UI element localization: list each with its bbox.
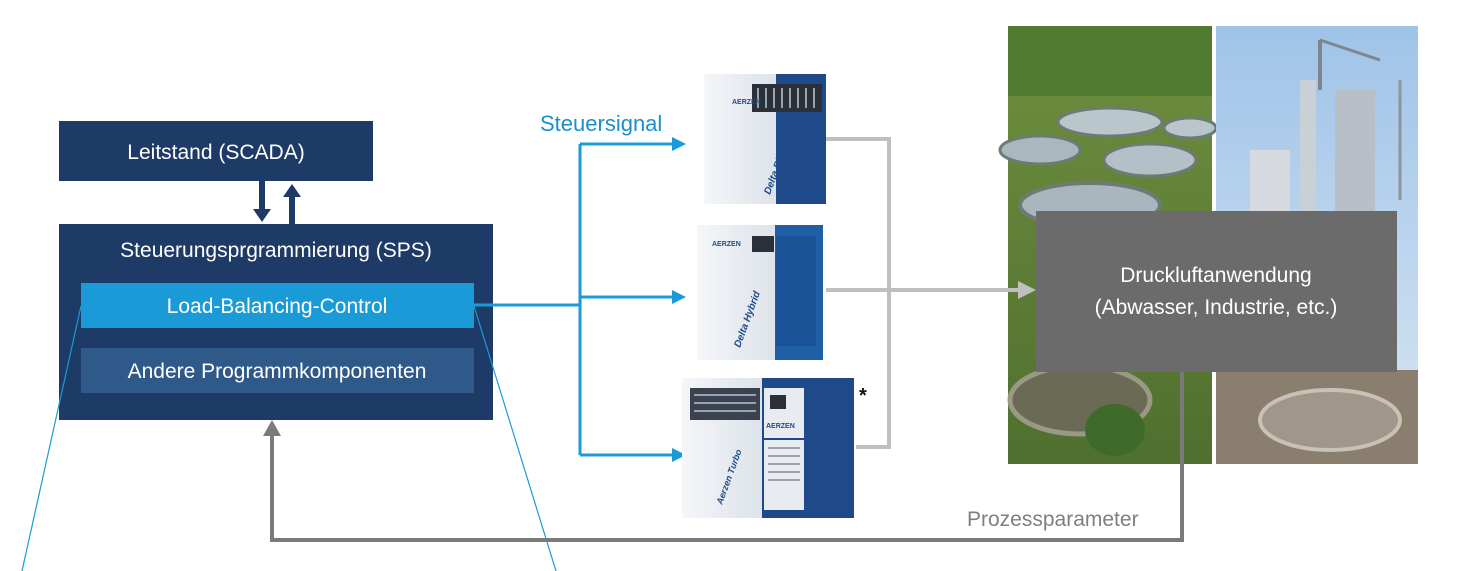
machine-brand-3: AERZEN bbox=[766, 423, 795, 430]
feedback-arrowhead bbox=[263, 420, 281, 436]
other-components-label: Andere Programmkomponenten bbox=[128, 360, 427, 383]
machine-delta-blower: AERZEN Delta Blower bbox=[704, 74, 826, 204]
sps-label: Steuerungsprgrammierung (SPS) bbox=[120, 239, 432, 262]
scada-label: Leitstand (SCADA) bbox=[127, 141, 304, 164]
application-line2: (Abwasser, Industrie, etc.) bbox=[1095, 296, 1338, 319]
application-box: Druckluftanwendung (Abwasser, Industrie,… bbox=[1036, 211, 1397, 372]
control-signal-arrowheads bbox=[672, 137, 686, 462]
scada-sps-arrows bbox=[253, 181, 301, 224]
feedback-line bbox=[270, 372, 1184, 542]
footnote-marker: * bbox=[859, 385, 867, 407]
application-line1: Druckluftanwendung bbox=[1120, 264, 1311, 287]
machine-aerzen-turbo: AERZEN Aerzen Turbo bbox=[682, 378, 854, 518]
machine-delta-hybrid: AERZEN Delta Hybrid bbox=[697, 225, 823, 360]
other-components-box bbox=[81, 348, 474, 393]
air-output-arrowhead bbox=[1018, 281, 1036, 299]
load-balancing-control-label: Load-Balancing-Control bbox=[167, 295, 388, 318]
sps-box: Steuerungsprgrammierung (SPS) Load-Balan… bbox=[59, 224, 493, 420]
feedback-label: Prozessparameter bbox=[967, 508, 1139, 531]
load-balancing-control-box bbox=[81, 283, 474, 328]
air-output-lines bbox=[826, 137, 1020, 449]
machine-brand-2: AERZEN bbox=[712, 241, 741, 248]
scada-box: Leitstand (SCADA) bbox=[59, 121, 373, 181]
control-signal-label: Steuersignal bbox=[540, 111, 662, 136]
control-signal-lines bbox=[474, 142, 676, 457]
machine-brand-1: AERZEN bbox=[732, 99, 761, 106]
zoom-lines bbox=[21, 305, 557, 571]
